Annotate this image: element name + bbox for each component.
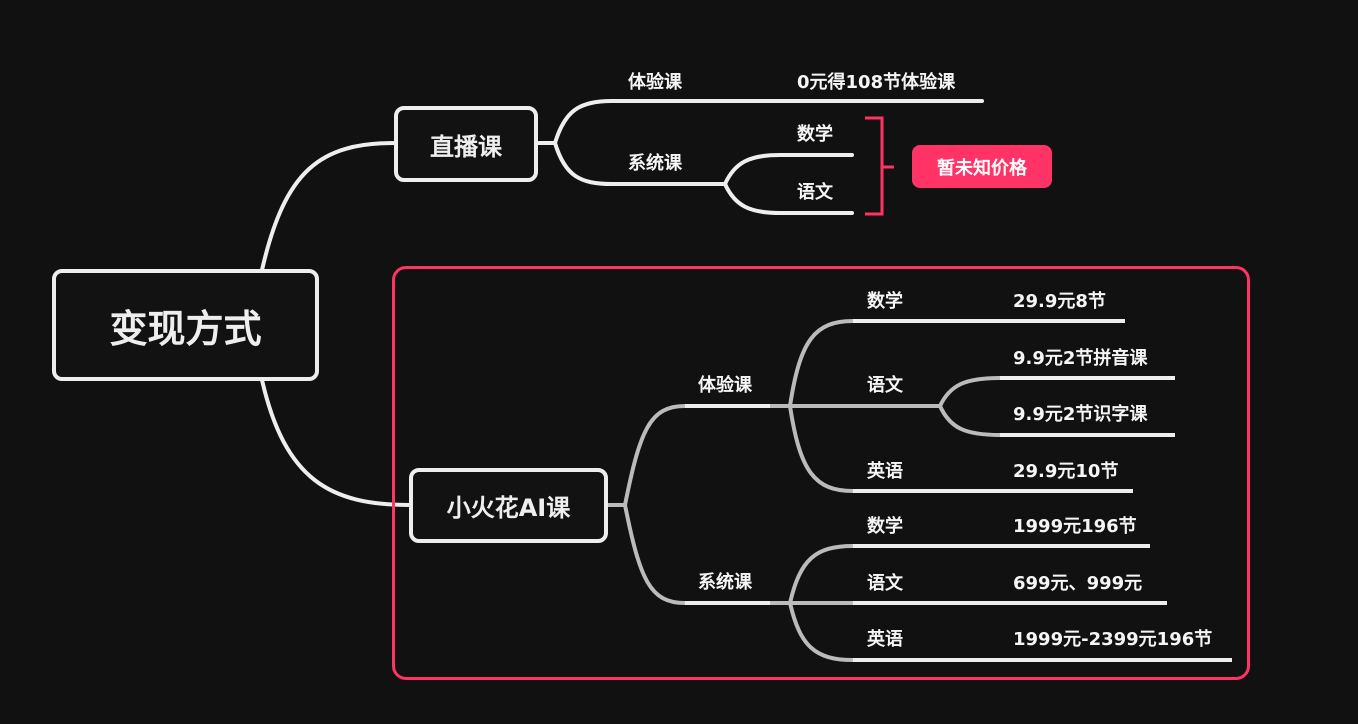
ai-course-node[interactable]: 小火花AI课 [409,468,608,543]
ai-system-english-detail[interactable]: 1999元-2399元196节 [1013,629,1213,650]
ai-trial-pinyin-detail[interactable]: 9.9元2节拼音课 [1013,348,1148,369]
connector-ai-trial [623,404,792,507]
connector-live-chinese [723,182,854,215]
ai-system-math[interactable]: 数学 [867,516,903,537]
connector-live-math [723,153,854,186]
connector-sys-math [788,544,855,605]
connector-root-live [260,141,397,272]
live-system-math[interactable]: 数学 [797,124,833,145]
live-system-chinese[interactable]: 语文 [797,182,833,203]
ai-system-chinese-detail[interactable]: 699元、999元 [1013,573,1143,594]
ai-trial-english-detail[interactable]: 29.9元10节 [1013,461,1119,482]
ai-trial-math[interactable]: 数学 [867,291,903,312]
root-node[interactable]: 变现方式 [52,269,319,381]
connector-shizi [938,404,1002,437]
price-unknown-badge: 暂未知价格 [912,145,1052,188]
ai-trial-english[interactable]: 英语 [867,461,903,482]
live-course-node[interactable]: 直播课 [394,106,538,182]
connector-pinyin [938,376,1002,408]
connector-trial-english [788,404,855,493]
connector-sys-english [788,601,855,662]
connector-trial-math [788,319,855,408]
ai-system-english[interactable]: 英语 [867,629,903,650]
bracket [865,116,894,216]
live-system-label[interactable]: 系统课 [628,153,682,174]
ai-trial-chinese[interactable]: 语文 [867,375,903,396]
connector-ai-system [623,503,792,605]
live-trial-detail[interactable]: 0元得108节体验课 [797,72,956,93]
ai-trial-shizi-detail[interactable]: 9.9元2节识字课 [1013,404,1148,425]
ai-system-label[interactable]: 系统课 [698,572,752,593]
connector-live-system [553,141,727,186]
highlight-frame [392,266,1250,680]
live-trial-label[interactable]: 体验课 [628,72,682,93]
connector-live-trial [553,99,984,145]
ai-system-chinese[interactable]: 语文 [867,573,903,594]
connector-root-ai [260,378,412,507]
ai-system-math-detail[interactable]: 1999元196节 [1013,516,1137,537]
ai-trial-math-detail[interactable]: 29.9元8节 [1013,291,1106,312]
ai-trial-label[interactable]: 体验课 [698,375,752,396]
